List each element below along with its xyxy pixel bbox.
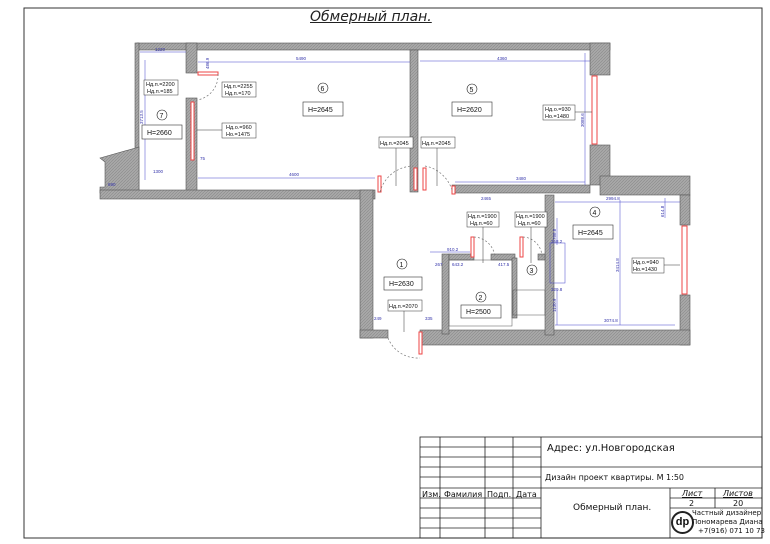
dimension-labels: 1220 5490 4360 4600 3480 1300 2465 2994.… — [108, 47, 665, 323]
note: Но.=1430 — [633, 267, 657, 273]
window-room5 — [591, 75, 598, 145]
dim: 2994.8 — [606, 196, 620, 201]
designer-logo: dp — [671, 511, 694, 534]
window-room6 — [190, 101, 195, 161]
list-value: 2 — [689, 499, 695, 508]
note: Нд.п.=2255 — [224, 84, 253, 90]
designer-phone: +7(916) 071 10 73 — [698, 527, 765, 535]
room-height: H=2645 — [578, 230, 603, 237]
room-number: 4 — [593, 210, 597, 217]
room-height: H=2500 — [466, 309, 491, 316]
room-markers: 1 2 3 4 5 6 7 — [156, 82, 601, 303]
note: Нд.п.=2045 — [380, 141, 409, 147]
dim: 1300 — [153, 169, 164, 174]
note: Нд.п.=185 — [147, 89, 173, 95]
room-heights: H=2630 H=2500 H=2645 H=2620 H=2645 H=266… — [141, 101, 614, 319]
note: Нд.п.=60 — [470, 221, 493, 227]
dimension-lines — [140, 51, 680, 327]
note: Нд.п.=1900 — [468, 214, 497, 220]
door-room6 — [197, 71, 219, 76]
door-swings — [196, 73, 543, 359]
room-number: 1 — [400, 262, 404, 269]
drawing-title: Обмерный план. — [310, 9, 432, 25]
sheet-name: Обмерный план. — [573, 503, 652, 513]
address: Адрес: ул.Новгородская — [547, 443, 675, 454]
dim-3414-8: 3414.8 — [615, 258, 620, 272]
col-izm: Изм. — [422, 490, 441, 499]
room-number: 3 — [530, 268, 534, 275]
dim: 5490 — [296, 56, 307, 61]
dim: 3480 — [516, 176, 527, 181]
room-height: H=2630 — [389, 281, 414, 288]
dim: 4360 — [497, 56, 508, 61]
dim-788-8: 788.8 — [552, 228, 557, 240]
list-label: Лист — [682, 489, 703, 498]
note: Но.=1475 — [226, 132, 250, 138]
note: Нд.п.=2045 — [422, 141, 451, 147]
dim: 358.2 — [551, 239, 563, 244]
dim: 3074.8 — [604, 318, 618, 323]
col-date: Дата — [516, 490, 537, 499]
note: Нд.п.=170 — [225, 91, 251, 97]
dim: 643.2 — [452, 262, 464, 267]
dim: 4600 — [289, 172, 300, 177]
room-number: 2 — [479, 295, 483, 302]
dim: 910.2 — [447, 247, 459, 252]
dim-614-8: 614.8 — [660, 205, 665, 217]
project-name: Дизайн проект квартиры. М 1:50 — [545, 473, 685, 482]
sheet-frame — [23, 7, 763, 539]
note: Нд.о.=960 — [226, 125, 252, 131]
dim-486-9: 486.9 — [205, 57, 210, 69]
dim: 335 — [425, 316, 433, 321]
room-height: H=2620 — [457, 107, 482, 114]
dim: 249 — [374, 316, 382, 321]
lists-value: 20 — [733, 499, 744, 508]
col-podp: Подп. — [487, 490, 512, 499]
room-height: H=2645 — [308, 107, 333, 114]
walls — [99, 42, 691, 346]
dim: 329.8 — [551, 287, 563, 292]
dim: 75 — [200, 156, 206, 161]
note: Нд.о.=930 — [545, 107, 571, 113]
dim: 1220 — [155, 47, 166, 52]
room-height: H=2660 — [147, 130, 172, 137]
col-family: Фамилия — [444, 490, 483, 499]
note: Нд.о.=940 — [633, 260, 659, 266]
window-room4 — [681, 225, 688, 295]
dim: 690 — [108, 182, 116, 187]
room-number: 6 — [321, 86, 325, 93]
room-number: 7 — [160, 113, 164, 120]
designer-line2: Пономарева Диана — [692, 518, 763, 526]
note: Но.=1480 — [545, 114, 569, 120]
note: Нд.п.=60 — [518, 221, 541, 227]
dim-3088-6: 3088.6 — [580, 113, 585, 127]
room-number: 5 — [470, 87, 474, 94]
dim-3713-5: 3713.5 — [139, 110, 144, 124]
designer-line1: Частный дизайнер — [692, 509, 762, 517]
openings — [190, 71, 688, 355]
dim: 417.5 — [498, 262, 510, 267]
dim: 2465 — [481, 196, 492, 201]
lists-label: Листов — [723, 489, 753, 498]
dim: 267 — [435, 262, 443, 267]
note: Нд.п.=2200 — [146, 82, 175, 88]
note: Нд.п.=2070 — [389, 304, 418, 310]
note: Нд.п.=1900 — [516, 214, 545, 220]
title-block-grid — [419, 436, 763, 539]
dim-1130-9: 1130.9 — [552, 298, 557, 312]
